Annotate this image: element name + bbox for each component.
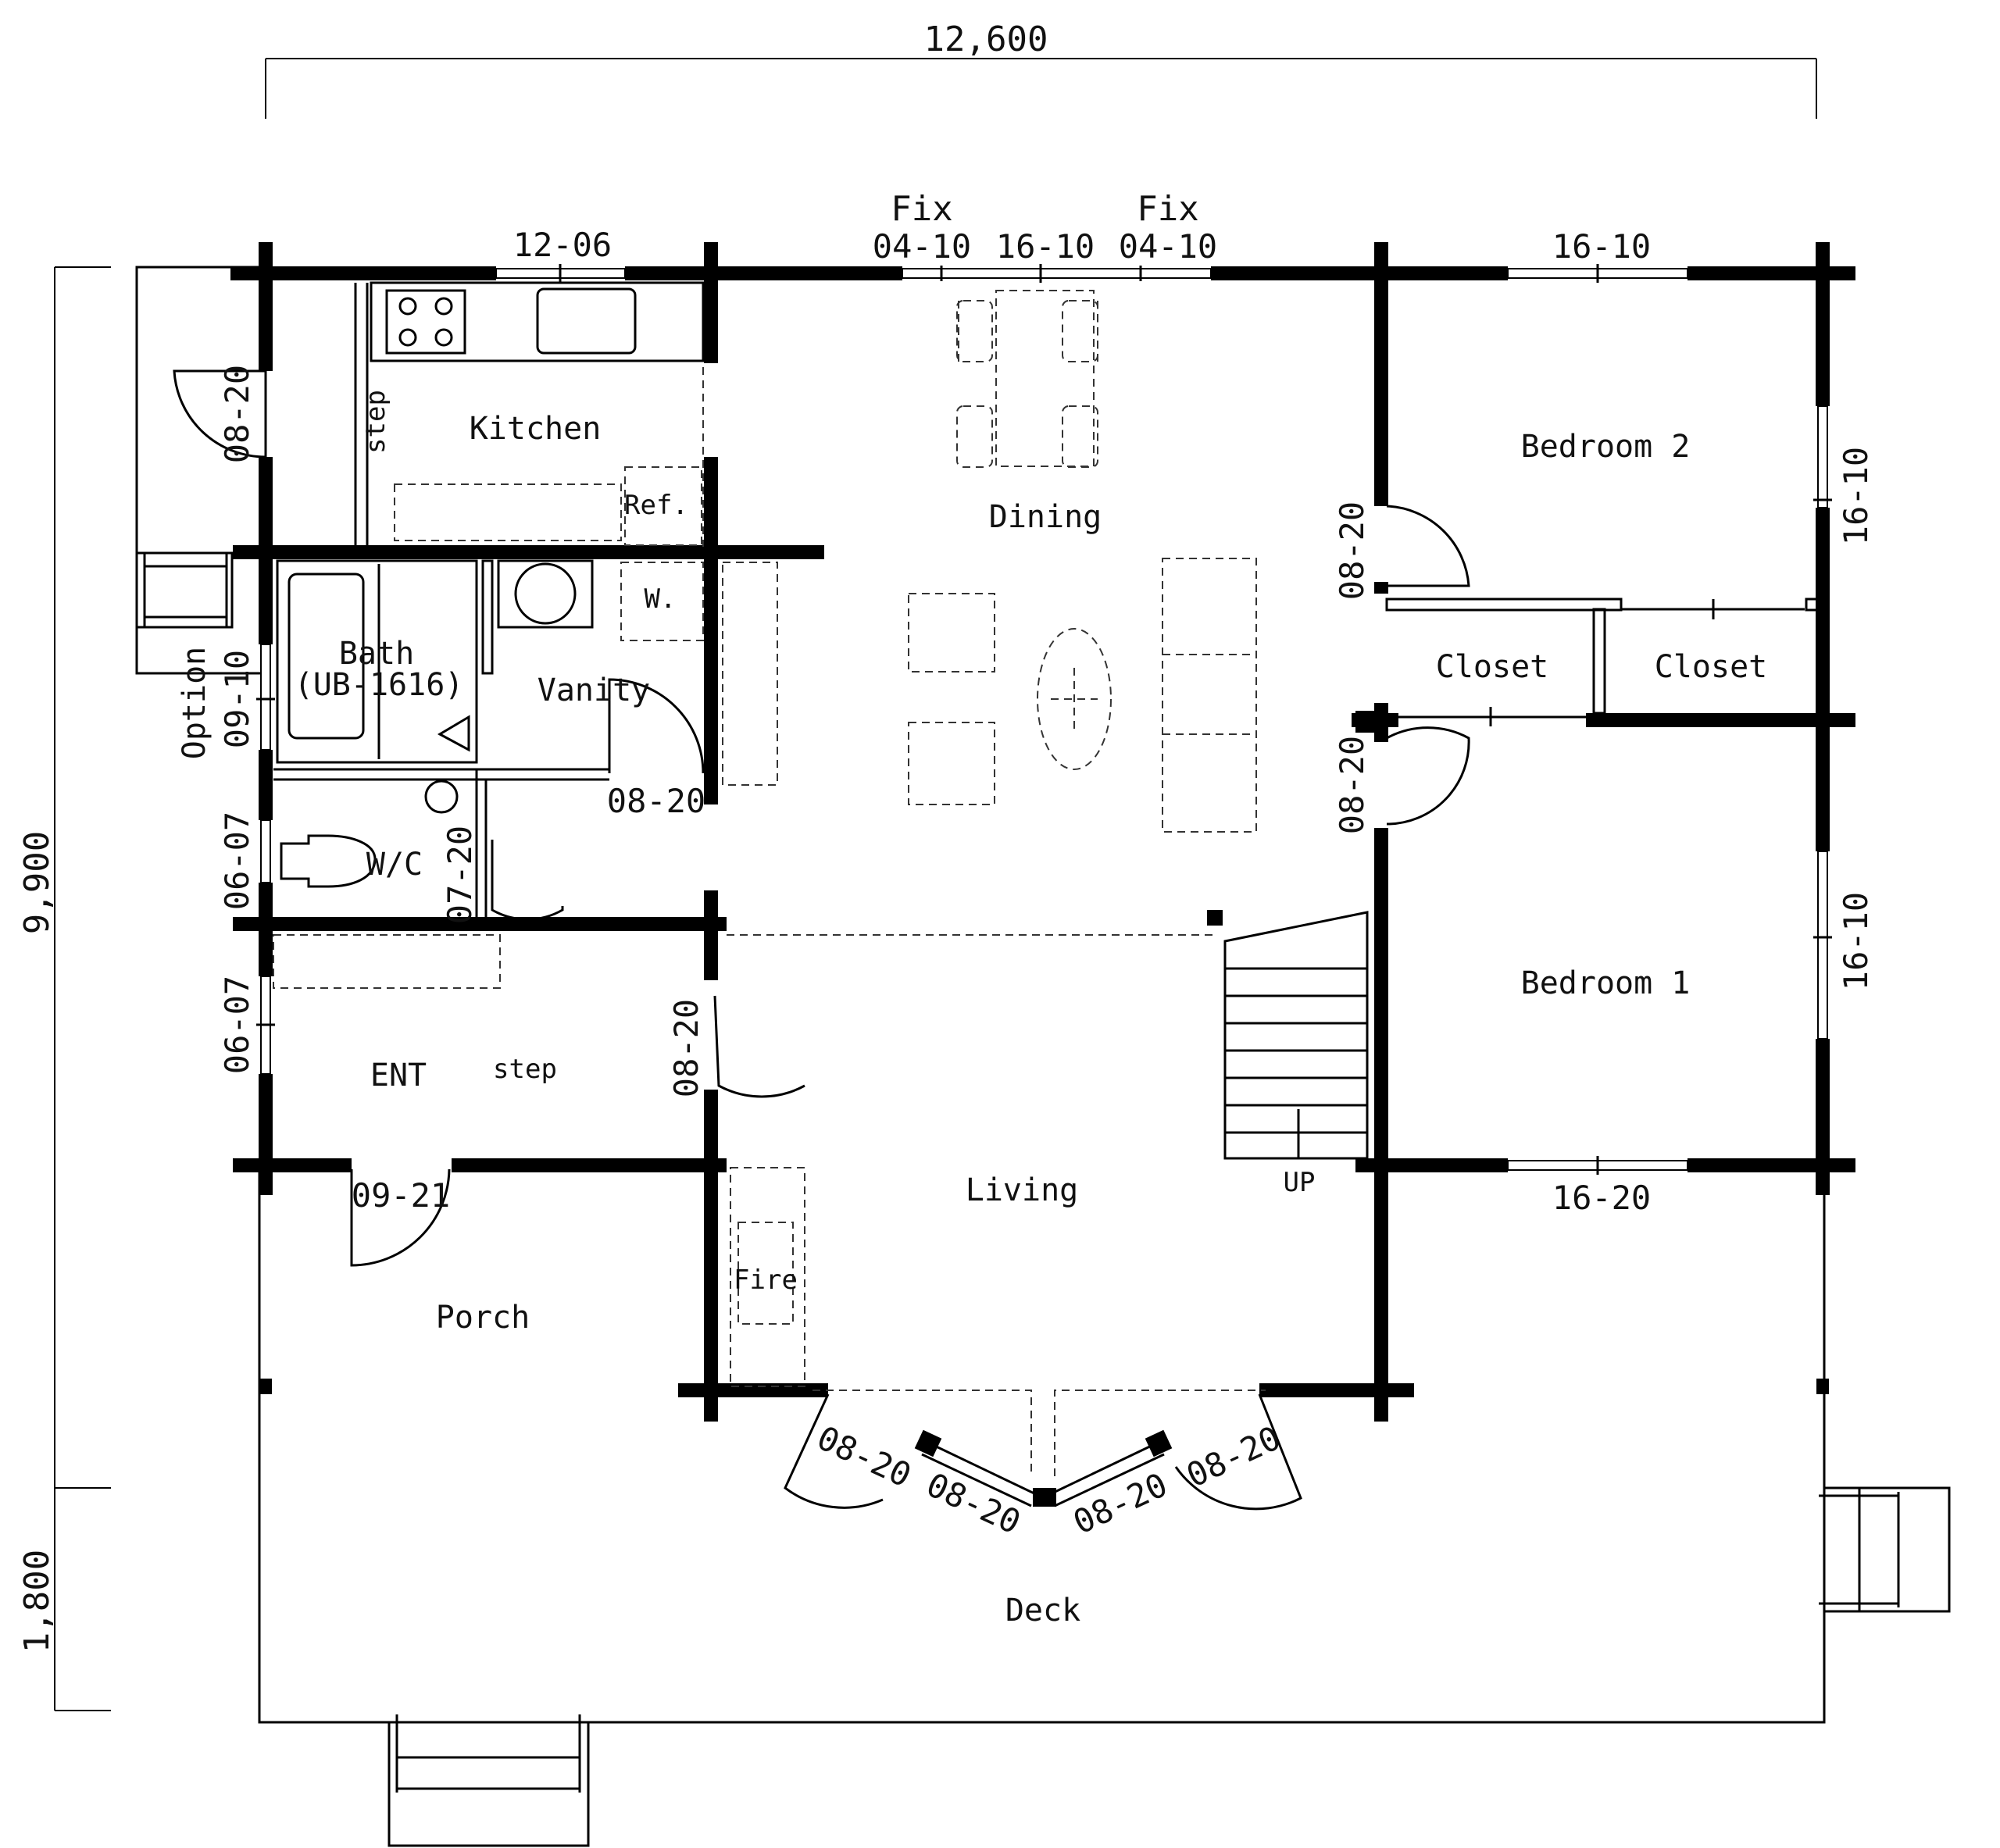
- deck-depth-label: 1,800: [17, 1550, 57, 1653]
- room-label-bath: Bath: [339, 636, 414, 672]
- living-furniture: [273, 558, 1266, 1476]
- code-wc-door: 07-20: [441, 826, 479, 924]
- posts: [259, 711, 1829, 1394]
- code-bay-window-left: 08-20: [920, 1465, 1026, 1542]
- code-bedroom2-top-window: 16-10: [1552, 227, 1651, 266]
- windows: [256, 264, 1832, 1175]
- room-label-bedroom1: Bedroom 1: [1521, 965, 1691, 1001]
- code-bedroom2-door: 08-20: [1333, 501, 1371, 600]
- room-label-dining: Dining: [989, 499, 1102, 535]
- fix-label-right: Fix: [1137, 189, 1198, 229]
- room-label-bedroom2: Bedroom 2: [1521, 429, 1691, 465]
- code-bay-door-left: 08-20: [811, 1418, 916, 1495]
- room-label-bath-unit: (UB-1616): [295, 667, 464, 703]
- fire-label: Fire: [734, 1265, 798, 1296]
- room-label-vanity: Vanity: [538, 672, 651, 708]
- room-label-wc: W/C: [366, 847, 423, 883]
- code-bay-window-right: 08-20: [1067, 1465, 1173, 1542]
- code-bay-door-right: 08-20: [1180, 1418, 1286, 1495]
- code-wc-window: 06-07: [218, 812, 256, 910]
- up-label: UP: [1284, 1167, 1316, 1198]
- staircase: [1223, 911, 1369, 1160]
- overall-width-label: 12,600: [924, 20, 1048, 59]
- room-label-ent: ENT: [370, 1058, 427, 1093]
- room-label-kitchen: Kitchen: [470, 411, 602, 447]
- code-bedroom1-side-window: 16-10: [1837, 892, 1875, 990]
- option-label: Option: [177, 647, 212, 760]
- code-vanity-door: 08-20: [607, 782, 705, 820]
- code-fix-window-left: 04-10: [873, 227, 971, 266]
- side-steps: [1819, 1486, 1951, 1613]
- walls: [230, 242, 1855, 1422]
- bath-fixtures: [280, 559, 594, 888]
- room-label-deck: Deck: [1005, 1593, 1080, 1629]
- dimension-lines: [54, 58, 1817, 1711]
- dining-furniture: [956, 290, 1098, 468]
- ref-label: Ref.: [624, 490, 688, 521]
- overall-depth-label: 9,900: [17, 831, 57, 934]
- front-steps: [388, 1714, 590, 1847]
- room-label-porch: Porch: [436, 1300, 530, 1336]
- code-entry-door: 09-21: [352, 1176, 450, 1215]
- room-label-living: Living: [966, 1172, 1079, 1208]
- washer-label: W.: [645, 583, 677, 615]
- code-bedroom2-side-window: 16-10: [1837, 447, 1875, 545]
- code-ent-inner-door: 08-20: [667, 999, 705, 1097]
- room-label-closet-left: Closet: [1436, 649, 1549, 685]
- doors: [173, 369, 1470, 1511]
- room-label-closet-right: Closet: [1655, 649, 1768, 685]
- back-steps: [135, 551, 234, 629]
- kitchen-fixtures: [370, 281, 705, 641]
- code-dining-window: 16-10: [996, 227, 1095, 266]
- code-fix-window-right: 04-10: [1119, 227, 1217, 266]
- partitions: [273, 283, 1819, 918]
- fix-label-left: Fix: [891, 189, 952, 229]
- step-label-kitchen: step: [360, 390, 391, 454]
- code-kitchen-window: 12-06: [513, 226, 612, 264]
- code-ent-window: 06-07: [218, 976, 256, 1074]
- code-bath-window: 09-10: [218, 650, 256, 748]
- code-bedroom1-door: 08-20: [1333, 736, 1371, 834]
- code-kitchen-door: 08-20: [218, 365, 256, 463]
- step-label-ent: step: [493, 1054, 557, 1085]
- code-bedroom1-bottom-window: 16-20: [1552, 1179, 1651, 1217]
